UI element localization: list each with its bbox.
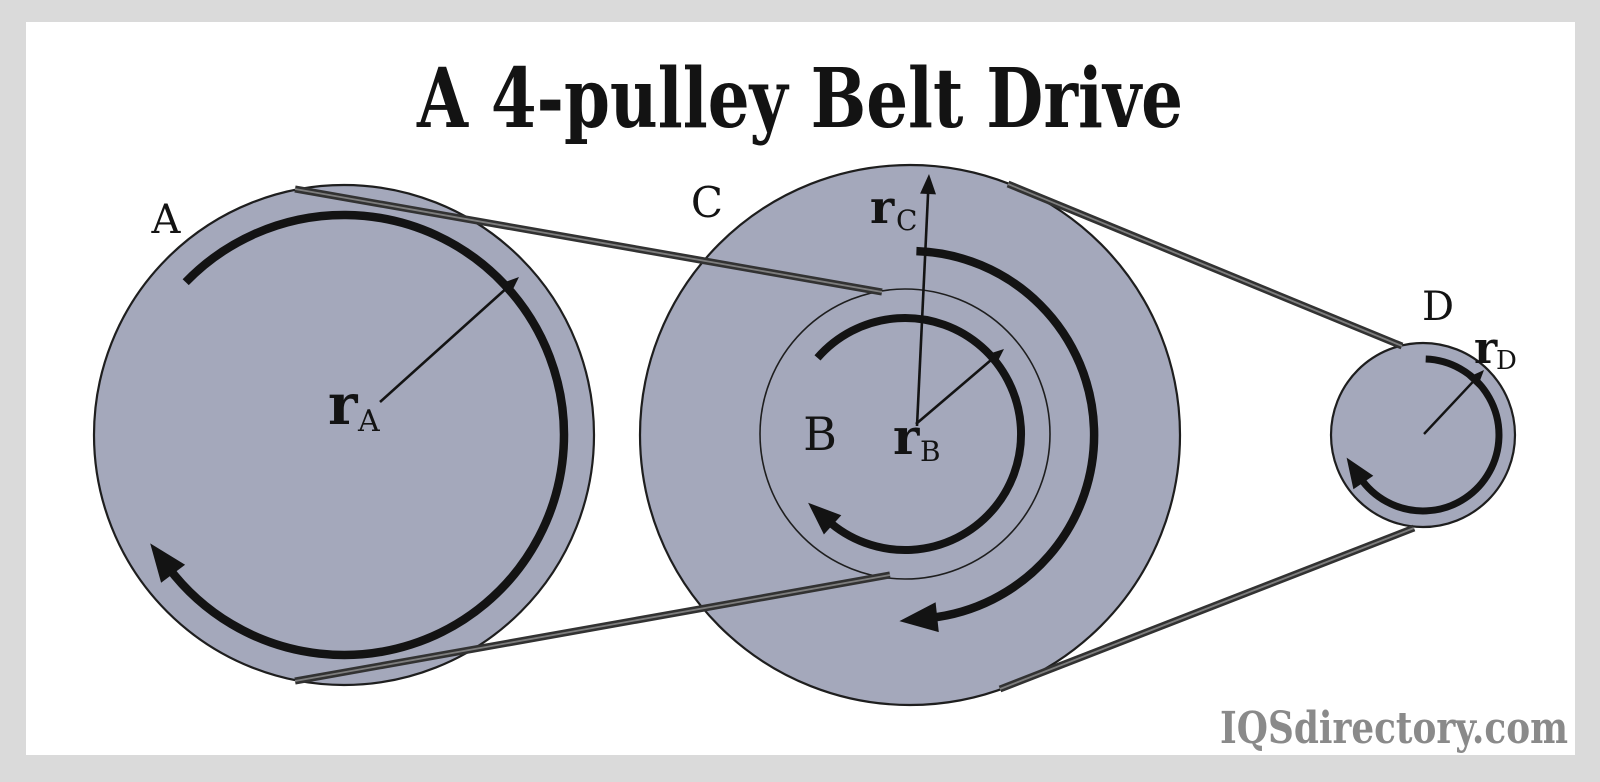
belt-c-d-top-core [1007,183,1403,347]
radius-arrow-a [379,285,510,403]
radius-arrow-a-head [498,277,519,297]
pulley-c-label: C [691,178,723,227]
pulley-b-rotation-arc [814,314,1026,554]
radius-label-c-sub: C [896,204,917,237]
pulley-a-circle [92,183,596,687]
radius-label-b: r [893,407,920,466]
belt-a-b-bottom-core [294,574,891,682]
belt-c-d-bottom-core [999,527,1415,690]
radius-arrow-c [915,187,930,427]
pulley-c-rotation-arrowhead [899,602,939,633]
radius-label-d: r [1474,323,1498,374]
radius-arrow-d [1423,377,1477,435]
frame-left [0,0,26,782]
frame-right [1575,0,1600,782]
pulley-d-rotation-arrowhead [1346,457,1374,490]
pulley-d-circle [1329,341,1517,529]
radius-label-b-sub: B [920,435,941,468]
pulley-a-label: A [151,197,182,243]
pulley-b-label: B [803,407,837,461]
frame-top [0,0,1600,22]
pulley-c-rotation-arc [916,246,1099,623]
pulley-d-rotation-arc [1357,355,1503,515]
diagram-title: A 4-pulley Belt Drive [416,51,1183,147]
watermark: IQSdirectory.com [1220,703,1568,754]
radius-arrow-b [915,356,996,425]
pulley-d-label: D [1422,284,1454,330]
radius-arrow-d-head [1467,370,1484,388]
frame-bottom [0,755,1600,782]
radius-label-a: r [328,372,359,438]
belt-a-b-top-core [294,188,883,293]
radius-label-a-sub: A [357,404,380,439]
radius-arrow-b-head [985,349,1004,367]
pulley-a-rotation-arc [164,210,569,660]
radius-label-c: r [870,180,895,234]
pulley-b-rotation-arrowhead [808,502,842,535]
radius-label-d-sub: D [1496,346,1517,376]
pulley-b-circle [759,288,1051,580]
pulley-a-rotation-arrowhead [150,543,186,583]
radius-arrow-c-head [920,174,936,195]
